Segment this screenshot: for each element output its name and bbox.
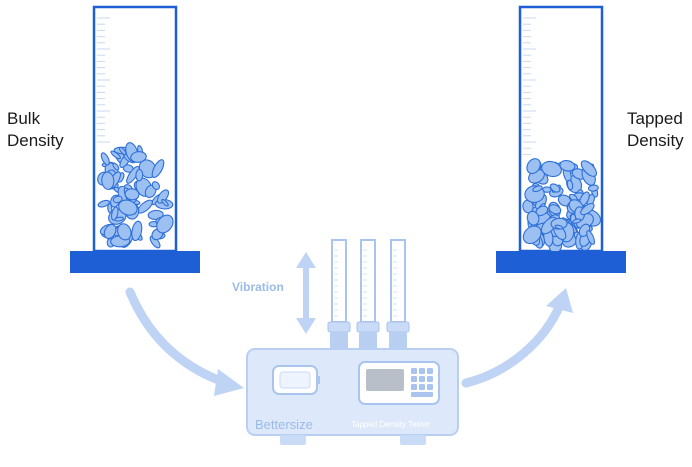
device-tubes xyxy=(327,239,410,350)
device-model-label: Tapped Density Tester xyxy=(351,420,430,429)
tapped-density-label-line2: Density xyxy=(627,131,684,150)
device-foot xyxy=(280,435,306,445)
keypad-key xyxy=(419,368,425,374)
powder-particle xyxy=(111,206,119,221)
powder-particle xyxy=(526,158,541,175)
curved-arrow-head xyxy=(214,369,244,396)
tube-collar xyxy=(386,321,410,333)
powder-particle xyxy=(151,159,165,179)
vibration-double-arrow-icon xyxy=(296,252,316,334)
tapped-density-label-line1: Tapped xyxy=(627,109,683,128)
curved-arrow-icon xyxy=(461,300,565,388)
tube-holder xyxy=(389,332,407,350)
powder-particle xyxy=(161,198,169,207)
powder-particle xyxy=(526,210,540,226)
powder-particle xyxy=(580,202,595,216)
device-panel-screen xyxy=(366,369,404,391)
keypad-key xyxy=(427,368,433,374)
powder-particle xyxy=(548,204,562,215)
keypad-key xyxy=(411,368,417,374)
powder-particle xyxy=(117,223,132,241)
bulk-density-label: Bulk Density xyxy=(7,108,64,152)
tapped-cylinder xyxy=(518,5,604,254)
keypad-key xyxy=(427,384,433,390)
keypad-key xyxy=(419,384,425,390)
keypad-key xyxy=(411,392,433,397)
powder-particle xyxy=(112,162,120,171)
bulk-powder xyxy=(97,142,174,249)
powder-particle xyxy=(572,218,582,224)
bulk-density-label-line2: Density xyxy=(7,131,64,150)
powder-particle xyxy=(103,223,117,240)
powder-particle xyxy=(156,214,174,234)
powder-particle xyxy=(135,168,144,182)
tube-holder xyxy=(330,332,348,350)
powder-particle xyxy=(131,220,143,242)
powder-particle xyxy=(559,160,576,172)
bulk-cylinder xyxy=(92,5,178,253)
powder-particle xyxy=(554,224,564,230)
tapped-cylinder-base xyxy=(496,251,626,273)
device-foot xyxy=(400,435,426,445)
keypad-key xyxy=(411,384,417,390)
keypad-key xyxy=(427,376,433,382)
powder-particle xyxy=(156,189,170,204)
tube-collar xyxy=(356,321,380,333)
keypad-key xyxy=(411,376,417,382)
device-brand-logo: Bettersize xyxy=(255,417,313,432)
bulk-density-label-line1: Bulk xyxy=(7,109,41,128)
powder-particle xyxy=(118,199,138,216)
powder-particle xyxy=(112,195,123,204)
powder-particle xyxy=(130,151,147,163)
device-keypad xyxy=(411,368,433,397)
powder-particle xyxy=(151,181,161,191)
powder-particle xyxy=(586,230,595,245)
powder-particle xyxy=(522,225,542,245)
bulk-cylinder-scale xyxy=(97,17,110,143)
powder-particle xyxy=(566,179,574,191)
tapped-density-label: Tapped Density xyxy=(627,108,684,152)
vibration-label: Vibration xyxy=(232,280,284,294)
powder-particle xyxy=(587,184,599,192)
powder-particle xyxy=(118,146,127,156)
powder-particle xyxy=(149,235,161,249)
bulk-cylinder-base xyxy=(70,251,200,273)
powder-particle xyxy=(110,150,121,160)
powder-particle xyxy=(542,186,552,193)
powder-particle xyxy=(100,152,110,166)
tapped-cylinder-scale xyxy=(523,17,536,155)
powder-particle xyxy=(97,199,111,208)
powder-particle xyxy=(549,183,561,193)
powder-particle xyxy=(580,160,598,177)
tube-collar xyxy=(327,321,351,333)
curved-arrow-head xyxy=(546,288,573,313)
tapped-powder xyxy=(522,158,602,254)
powder-particle xyxy=(101,171,115,190)
tube-holder xyxy=(359,332,377,350)
keypad-key xyxy=(419,376,425,382)
tapped-density-tester-device: Bettersize Tapped Density Tester xyxy=(246,348,459,445)
curved-arrow-icon xyxy=(125,287,237,390)
powder-particle xyxy=(541,160,562,178)
powder-particle xyxy=(532,185,543,193)
powder-particle xyxy=(124,188,140,201)
